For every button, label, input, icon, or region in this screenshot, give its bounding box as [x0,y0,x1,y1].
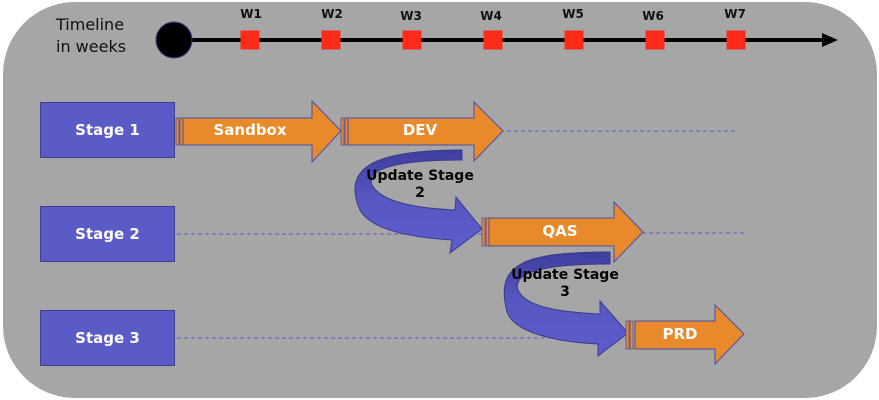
week-marker [402,30,422,50]
week-marker [483,30,503,50]
stage-1-label: Stage 1 [75,121,140,139]
stage-1-box: Stage 1 [40,102,175,158]
dev-arrow [340,100,504,163]
week-marker [240,30,260,50]
dev-label: DEV [402,121,438,139]
timeline-start-marker [155,21,193,59]
update-stage2-line1: Update Stage [366,168,474,184]
update-stage2-curved-arrow [354,149,483,255]
stage-3-label: Stage 3 [75,329,140,347]
qas-arrow [481,200,644,264]
timeline-label-line1: Timeline [56,15,125,34]
week-label: W4 [480,9,502,23]
timeline-arrowhead-icon [822,33,838,47]
week-label: W6 [642,9,664,23]
stage-3-box: Stage 3 [40,310,175,366]
week-label: W2 [321,7,343,21]
prd-label: PRD [662,325,698,343]
update-stage3-label: Update Stage 3 [500,267,630,301]
update-stage3-line1: Update Stage [511,267,619,283]
stage-2-label: Stage 2 [75,225,140,243]
sandbox-label: Sandbox [213,121,287,139]
week-label: W3 [400,9,422,23]
stage-2-box: Stage 2 [40,206,175,262]
timeline-label-line2: in weeks [56,37,127,56]
week-marker [564,30,584,50]
update-stage2-line2: 2 [415,185,425,201]
update-stage2-label: Update Stage 2 [355,168,485,202]
week-marker [645,30,665,50]
prd-arrow [625,303,745,366]
week-marker [321,30,341,50]
timeline-label: Timeline in weeks [56,14,126,58]
sandbox-arrow [175,99,342,164]
update-stage3-line2: 3 [560,284,570,300]
qas-label: QAS [542,222,578,240]
week-label: W1 [240,7,262,21]
week-label: W7 [724,7,746,21]
update-stage3-curved-arrow [503,251,629,358]
week-label: W5 [562,7,584,21]
week-marker [726,30,746,50]
